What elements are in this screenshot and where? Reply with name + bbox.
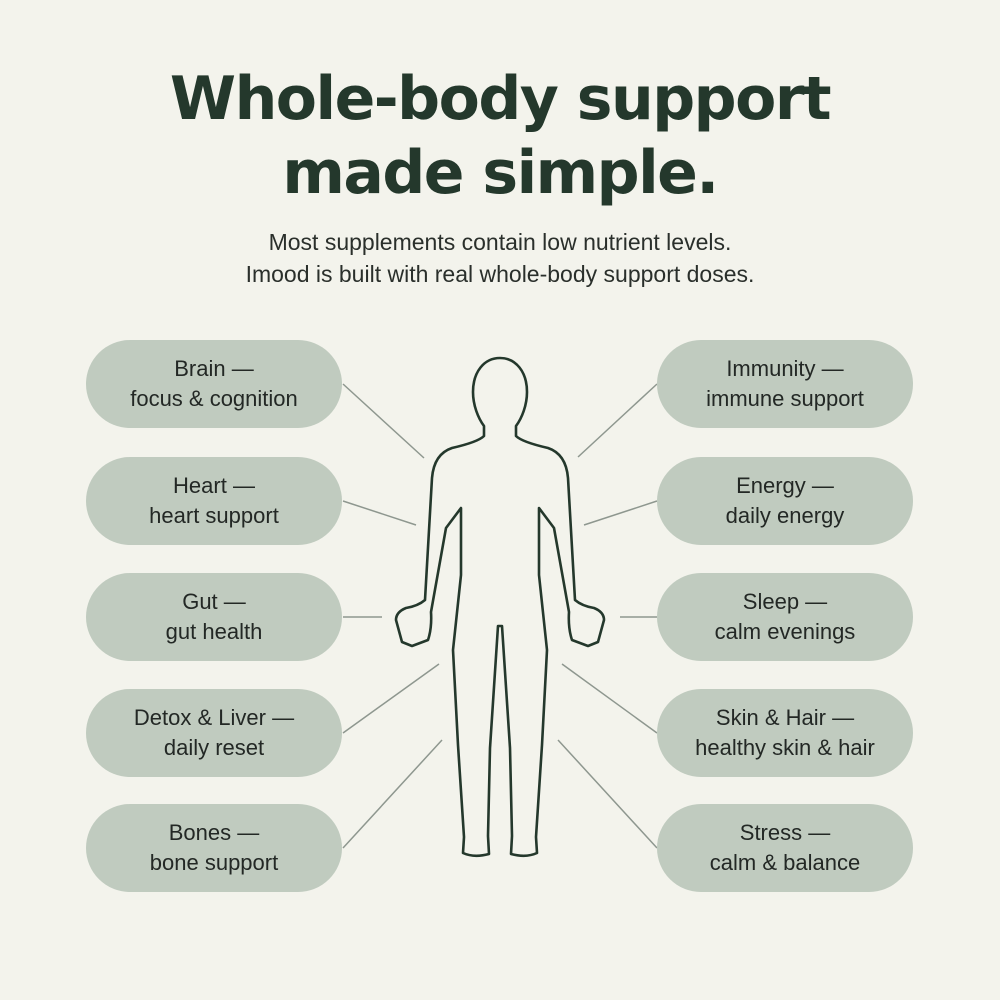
benefit-description: calm & balance [709, 850, 861, 875]
benefit-area: Gut — [182, 589, 246, 614]
benefit-description: heart support [149, 503, 279, 528]
benefit-pill-skin-hair: Skin & Hair — healthy skin & hair [657, 689, 913, 777]
human-body-outline-icon [394, 356, 606, 858]
headline-line-2: made simple. [282, 138, 719, 208]
connector-heart [342, 500, 417, 526]
benefit-pill-immunity: Immunity — immune support [657, 340, 913, 428]
benefit-pill-sleep: Sleep — calm evenings [657, 573, 913, 661]
benefit-area: Immunity — [726, 356, 844, 381]
benefit-pill-heart: Heart — heart support [86, 457, 342, 545]
benefit-area: Detox & Liver — [133, 705, 295, 730]
benefit-description: immune support [706, 386, 864, 411]
benefit-area: Bones — [168, 820, 260, 845]
subheadline: Most supplements contain low nutrient le… [0, 226, 1000, 290]
benefit-area: Sleep — [742, 589, 828, 614]
connector-lines [342, 383, 658, 849]
connector-skin-hair [561, 663, 658, 734]
subheadline-line-2: Imood is built with real whole-body supp… [245, 261, 755, 287]
connector-stress [557, 739, 658, 849]
benefit-pill-bones: Bones — bone support [86, 804, 342, 892]
benefit-area: Stress — [739, 820, 831, 845]
benefit-pill-energy: Energy — daily energy [657, 457, 913, 545]
benefit-area: Brain — [174, 356, 254, 381]
benefit-pill-detox-liver: Detox & Liver — daily reset [86, 689, 342, 777]
connector-detox-liver [342, 663, 440, 734]
benefit-description: daily energy [725, 503, 845, 528]
connector-energy [583, 500, 658, 526]
benefit-description: calm evenings [714, 619, 856, 644]
benefit-description: bone support [149, 850, 279, 875]
benefit-area: Heart — [173, 473, 255, 498]
headline-line-1: Whole-body support [169, 64, 832, 134]
benefit-pill-brain: Brain — focus & cognition [86, 340, 342, 428]
connector-bones [342, 739, 443, 849]
benefit-description: focus & cognition [130, 386, 298, 411]
benefit-description: healthy skin & hair [695, 735, 875, 760]
benefit-description: daily reset [163, 735, 265, 760]
headline: Whole-body support made simple. [0, 62, 1000, 210]
subheadline-line-1: Most supplements contain low nutrient le… [268, 229, 732, 255]
benefit-area: Energy — [736, 473, 834, 498]
benefit-area: Skin & Hair — [715, 705, 855, 730]
benefit-pill-gut: Gut — gut health [86, 573, 342, 661]
connector-brain [342, 383, 425, 459]
connector-immunity [577, 383, 658, 458]
benefit-description: gut health [165, 619, 263, 644]
benefit-pill-stress: Stress — calm & balance [657, 804, 913, 892]
